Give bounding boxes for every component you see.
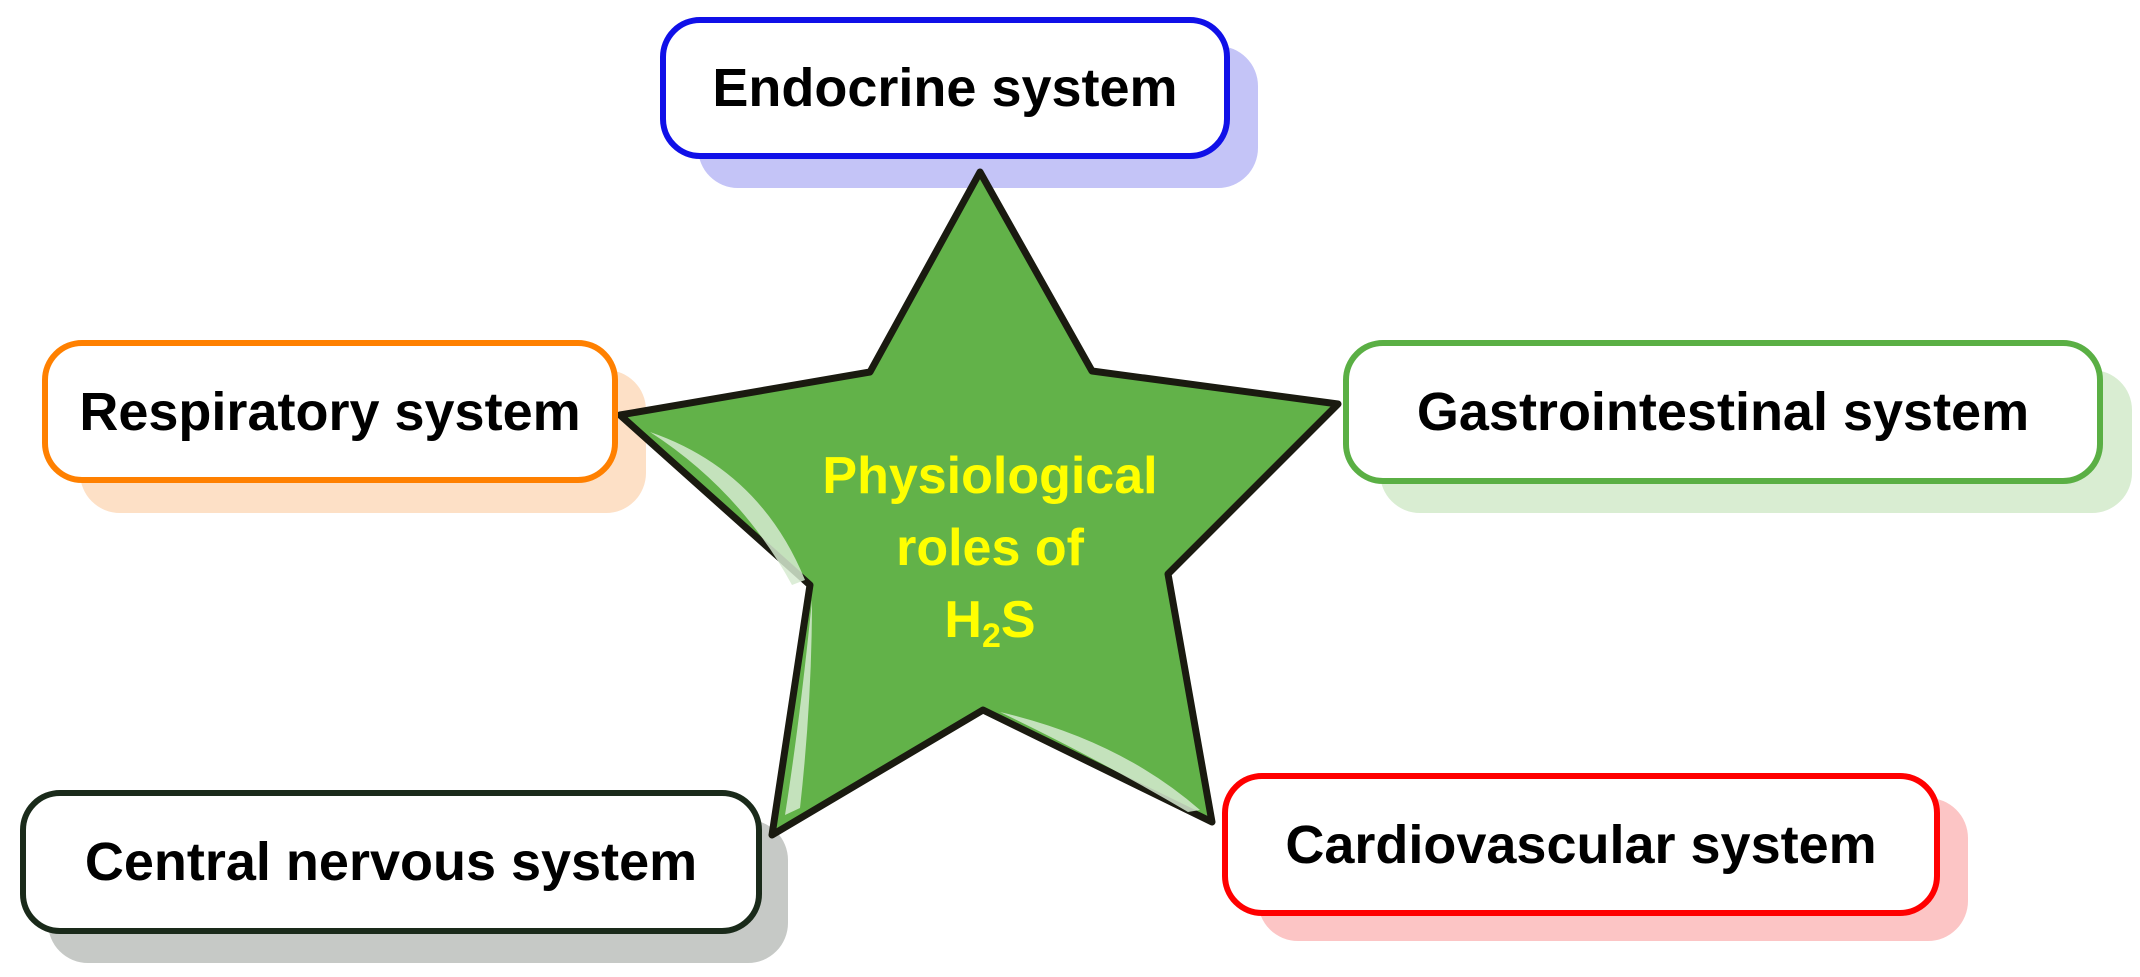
formula-subscript: 2 xyxy=(981,617,1001,655)
center-title-line1: Physiological xyxy=(822,447,1158,505)
gastrointestinal-system-label: Gastrointestinal system xyxy=(1416,382,2030,442)
cardiovascular-system-label: Cardiovascular system xyxy=(1285,814,1877,875)
center-formula: H2S xyxy=(760,584,1220,656)
center-title: Physiological roles of H2S xyxy=(760,440,1220,656)
respiratory-system-label: Respiratory system xyxy=(79,381,581,442)
star-polygon xyxy=(616,168,1342,839)
respiratory-system-box: Respiratory system xyxy=(42,340,618,483)
gastrointestinal-system-box: Gastrointestinal system xyxy=(1343,340,2103,484)
star-highlight-bottom-left xyxy=(785,600,812,815)
formula-s: S xyxy=(1000,591,1036,649)
central-nervous-system-label: Central nervous system xyxy=(84,832,698,892)
central-nervous-system-box: Central nervous system xyxy=(20,790,762,934)
endocrine-system-label: Endocrine system xyxy=(712,58,1178,118)
formula-h: H xyxy=(944,591,982,649)
cardiovascular-system-box: Cardiovascular system xyxy=(1222,773,1940,916)
center-title-line2: roles of xyxy=(896,519,1084,577)
star-highlight-left xyxy=(650,432,805,585)
endocrine-system-box: Endocrine system xyxy=(660,17,1230,159)
star-highlight-bottom-right xyxy=(1000,712,1200,812)
